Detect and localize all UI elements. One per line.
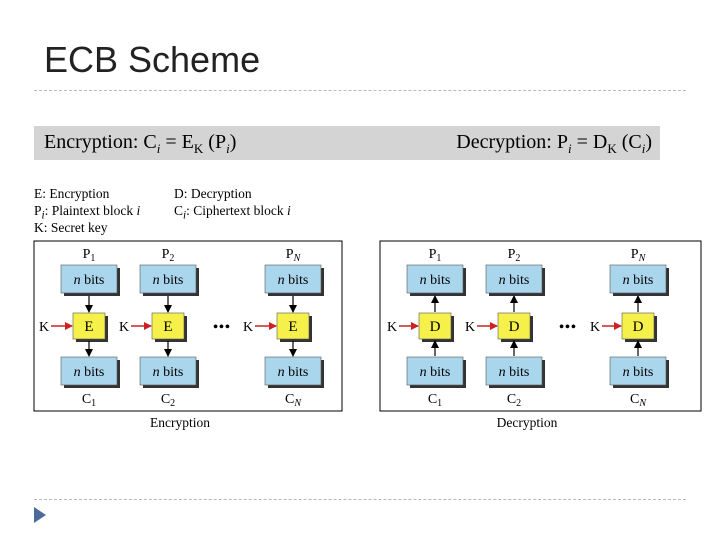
dec-key-label-2: K xyxy=(465,320,475,335)
enc-caption: Encryption xyxy=(150,415,210,430)
dec-bottom-bits-box-1 xyxy=(406,356,464,386)
enc-cipher-box-2 xyxy=(151,312,185,340)
legend-item-encryption: E: Encryption xyxy=(34,186,110,201)
title-divider xyxy=(34,90,686,91)
enc-key-label-1: K xyxy=(39,320,49,335)
bullet-arrow-icon xyxy=(34,507,46,523)
enc-ciphertext-label-3: CN xyxy=(285,392,302,409)
dec-top-bits-box-3 xyxy=(609,264,667,294)
dec-cipher-func-2: D xyxy=(509,319,520,335)
dec-top-bits-text-3: n bits xyxy=(623,273,654,288)
enc-plaintext-label-2: P2 xyxy=(162,247,175,264)
enc-cipher-func-3: E xyxy=(288,319,297,335)
enc-top-bits-box-2 xyxy=(139,264,197,294)
enc-bottom-bits-text-2: n bits xyxy=(153,365,184,380)
dec-top-bits-box-2 xyxy=(485,264,543,294)
slide-title: ECB Scheme xyxy=(44,39,261,80)
enc-cipher-func-2: E xyxy=(163,319,172,335)
dec-bottom-bits-box-3 xyxy=(609,356,667,386)
dec-bottom-bits-text-1: n bits xyxy=(420,365,451,380)
legend-column-right: D: Decryption Ci: Ciphertext block i xyxy=(174,185,291,222)
dec-cipher-box-2 xyxy=(497,312,531,340)
enc-frame xyxy=(33,240,343,412)
legend-item-key: K: Secret key xyxy=(34,220,108,235)
enc-top-bits-box-1 xyxy=(60,264,118,294)
enc-bottom-bits-box-3 xyxy=(264,356,322,386)
enc-ellipsis: ••• xyxy=(213,320,231,335)
decryption-formula: Decryption: Pi = DK (Ci) xyxy=(456,131,652,156)
dec-ciphertext-label-2: C2 xyxy=(507,392,521,409)
enc-cipher-box-1 xyxy=(72,312,106,340)
dec-cipher-func-3: D xyxy=(633,319,644,335)
dec-ciphertext-label-1: C1 xyxy=(428,392,442,409)
dec-cipher-box-1 xyxy=(418,312,452,340)
dec-cipher-func-1: D xyxy=(430,319,441,335)
legend-item-ciphertext: Ci: Ciphertext block i xyxy=(174,203,291,222)
enc-top-bits-text-2: n bits xyxy=(153,273,184,288)
enc-key-label-3: K xyxy=(243,320,253,335)
legend-item-plaintext: Pi: Plaintext block i xyxy=(34,203,141,222)
enc-ciphertext-label-1: C1 xyxy=(82,392,96,409)
dec-bottom-bits-text-2: n bits xyxy=(499,365,530,380)
enc-bottom-bits-text-3: n bits xyxy=(278,365,309,380)
enc-plaintext-label-1: P1 xyxy=(83,247,96,264)
enc-key-label-2: K xyxy=(119,320,129,335)
dec-plaintext-label-2: P2 xyxy=(508,247,521,264)
dec-top-bits-text-2: n bits xyxy=(499,273,530,288)
dec-plaintext-label-1: P1 xyxy=(429,247,442,264)
enc-top-bits-text-1: n bits xyxy=(74,273,105,288)
dec-caption: Decryption xyxy=(497,415,558,430)
legend-item-decryption: D: Decryption xyxy=(174,186,252,201)
dec-ciphertext-label-3: CN xyxy=(630,392,647,409)
dec-cipher-box-3 xyxy=(621,312,655,340)
enc-cipher-box-3 xyxy=(276,312,310,340)
enc-top-bits-text-3: n bits xyxy=(278,273,309,288)
enc-top-bits-box-3 xyxy=(264,264,322,294)
enc-ciphertext-label-2: C2 xyxy=(161,392,175,409)
dec-bottom-bits-box-2 xyxy=(485,356,543,386)
enc-plaintext-label-3: PN xyxy=(286,247,302,264)
dec-top-bits-box-1 xyxy=(406,264,464,294)
dec-top-bits-text-1: n bits xyxy=(420,273,451,288)
dec-key-label-3: K xyxy=(590,320,600,335)
enc-bottom-bits-text-1: n bits xyxy=(74,365,105,380)
dec-bottom-bits-text-3: n bits xyxy=(623,365,654,380)
dec-plaintext-label-3: PN xyxy=(631,247,647,264)
enc-bottom-bits-box-1 xyxy=(60,356,118,386)
dec-key-label-1: K xyxy=(387,320,397,335)
enc-cipher-func-1: E xyxy=(84,319,93,335)
enc-bottom-bits-box-2 xyxy=(139,356,197,386)
formula-bar: Encryption: Ci = EK (Pi) Decryption: Pi … xyxy=(34,126,660,160)
encryption-formula: Encryption: Ci = EK (Pi) xyxy=(44,131,237,156)
footer-divider xyxy=(34,499,686,500)
legend-column-left: E: Encryption Pi: Plaintext block i K: S… xyxy=(34,185,140,236)
dec-ellipsis: ••• xyxy=(559,320,577,335)
dec-frame xyxy=(379,240,702,412)
